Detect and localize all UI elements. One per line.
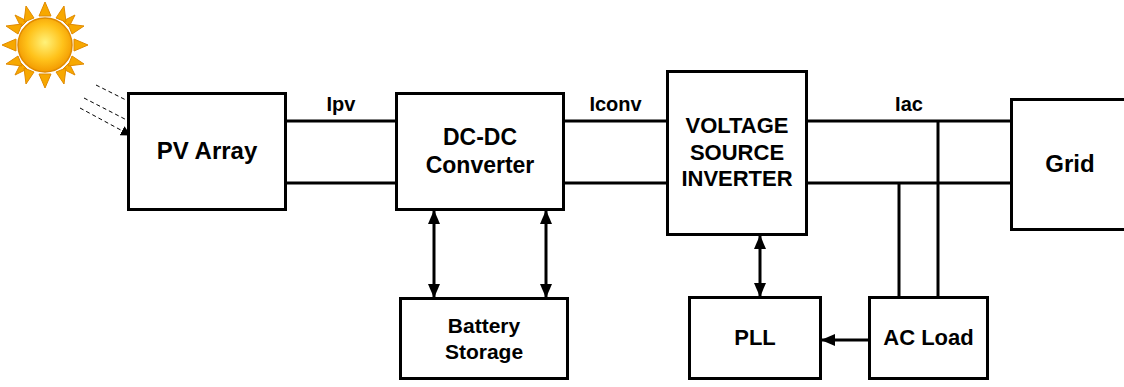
pll-link-arrow xyxy=(759,236,762,296)
sun-icon xyxy=(2,2,88,88)
current-label: Iconv xyxy=(587,93,643,116)
node-label: PV Array xyxy=(157,137,258,166)
signal-arrow xyxy=(822,339,868,342)
node-label: DC-DC Converter xyxy=(405,124,555,179)
converter-box: DC-DC Converter xyxy=(395,92,565,211)
grid-box: Grid xyxy=(1010,98,1124,231)
inverter-box: VOLTAGE SOURCE INVERTER xyxy=(666,70,808,236)
current-label: Iac xyxy=(893,93,925,116)
pv-array-box: PV Array xyxy=(127,92,287,211)
node-label: PLL xyxy=(734,325,776,351)
node-label: Battery Storage xyxy=(409,313,559,363)
pll-box: PLL xyxy=(688,296,822,380)
node-label: VOLTAGE SOURCE INVERTER xyxy=(676,113,798,192)
dc-link-wire xyxy=(565,121,666,183)
current-label: Ipv xyxy=(325,93,358,116)
dc-bus-wire xyxy=(287,121,395,183)
node-label: Grid xyxy=(1045,150,1094,179)
ac-bus-wire xyxy=(808,121,1010,183)
node-label: AC Load xyxy=(883,325,973,351)
battery-link-arrow xyxy=(433,211,436,297)
ac-load-box: AC Load xyxy=(868,296,989,380)
battery-box: Battery Storage xyxy=(399,297,569,380)
ac-load-tap-wire xyxy=(899,121,938,296)
battery-link-arrow xyxy=(545,211,548,297)
